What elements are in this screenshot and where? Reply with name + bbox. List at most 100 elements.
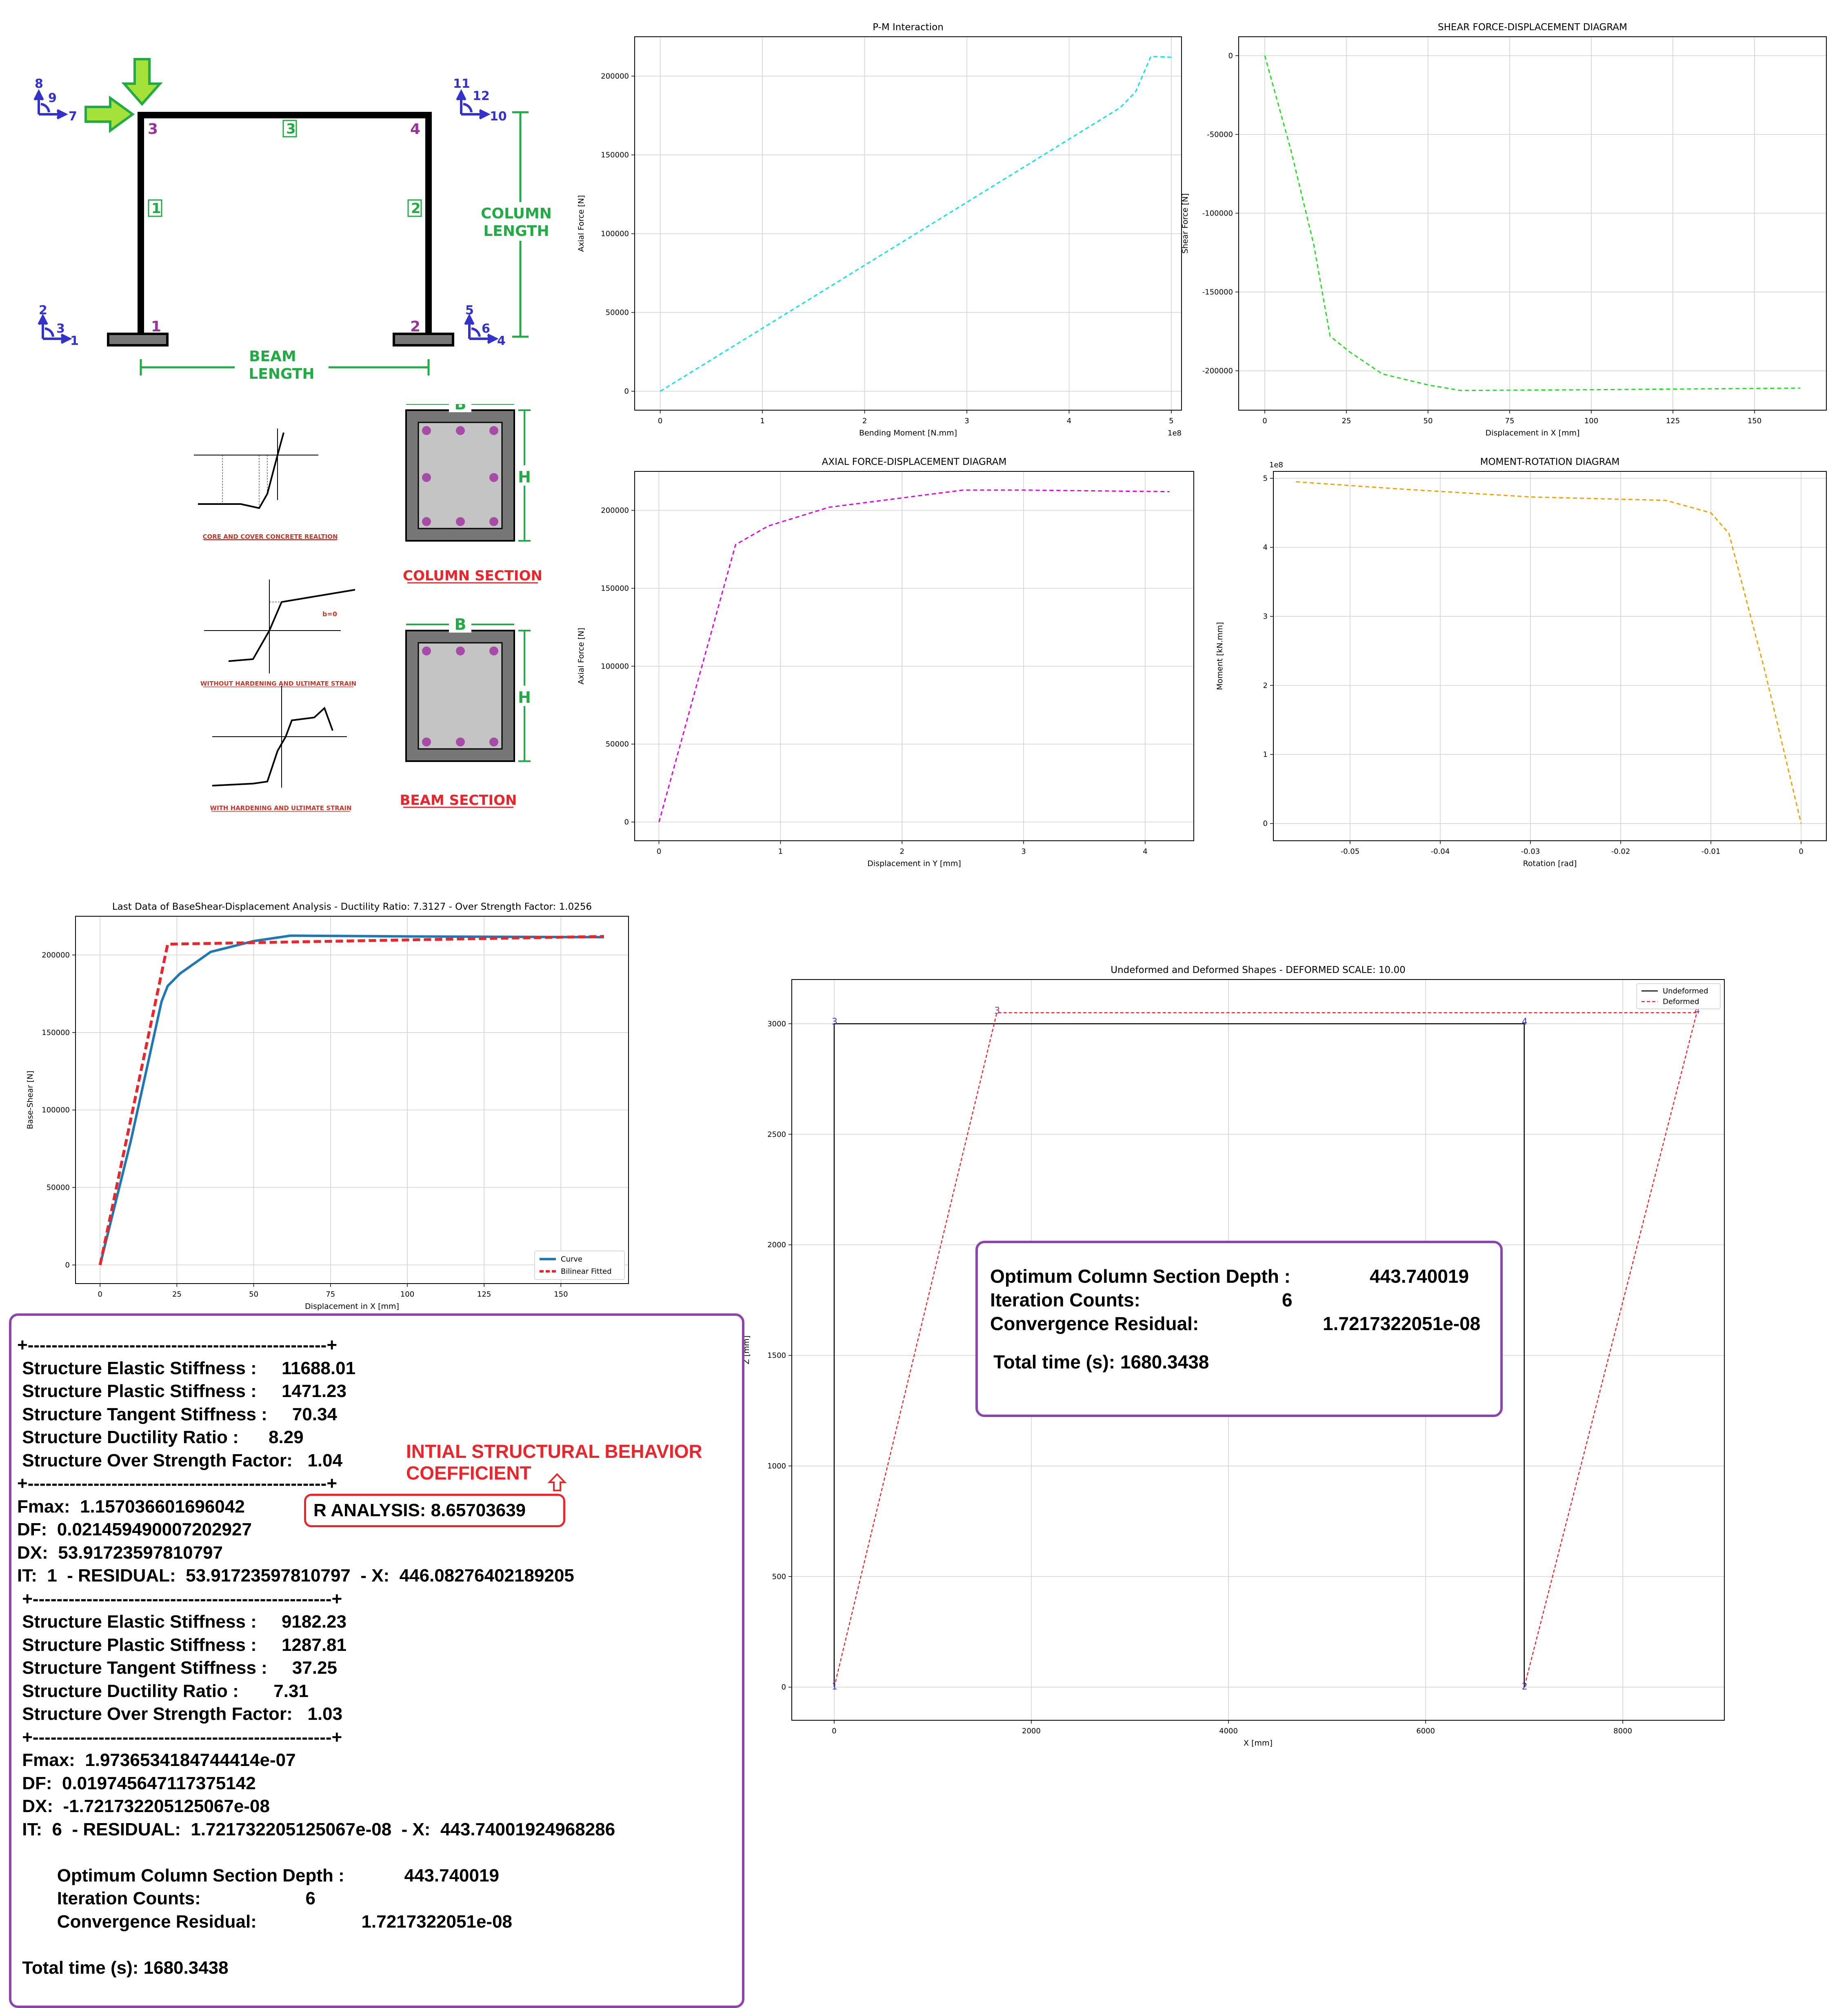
y-axis-label: Axial Force [N]: [577, 628, 586, 684]
plot-frame: [634, 471, 1194, 841]
x-tick-label: 100: [400, 1290, 414, 1299]
node-label-1: 1: [151, 318, 161, 335]
plot-frame: [1273, 471, 1827, 841]
dof-1: 1: [70, 334, 79, 348]
annotation-line-2: COEFFICIENT: [406, 1462, 531, 1484]
log-line: Structure Tangent Stiffness : 70.34: [17, 1404, 338, 1424]
column-h-label: H: [518, 468, 531, 486]
chart-title: Undeformed and Deformed Shapes - DEFORME…: [1111, 965, 1406, 975]
y-tick-label: 50000: [606, 309, 629, 317]
element-label-2: 2: [411, 200, 421, 217]
x-tick-label: 50: [249, 1290, 258, 1299]
beam-h-label: H: [518, 689, 531, 706]
log-line: [17, 1936, 615, 1959]
deformed-node-label: 2: [1522, 1682, 1528, 1692]
y-tick-label: 3: [1263, 612, 1268, 621]
y-tick-label: 100000: [42, 1106, 70, 1115]
x-axis-label: Displacement in X [mm]: [1486, 429, 1580, 438]
x-tick-label: 0: [1262, 417, 1267, 425]
legend-label-undeformed: Undeformed: [1663, 987, 1708, 995]
summary-depth-value: 443.740019: [1370, 1266, 1469, 1287]
x-tick-label: 4000: [1219, 1727, 1238, 1735]
log-line: Total time (s): 1680.3438: [17, 1957, 229, 1978]
log-line: DX: 53.91723597810797: [17, 1542, 223, 1563]
y-tick-label: 500: [772, 1573, 786, 1581]
y-tick-label: 5: [1263, 474, 1268, 483]
r-analysis-value: R ANALYSIS: 8.65703639: [313, 1500, 526, 1520]
y-tick-label: 2: [1263, 681, 1268, 690]
column-length-label-1: COLUMN: [481, 205, 552, 222]
y-tick-label: 200000: [601, 72, 629, 81]
column-length-label-2: LENGTH: [483, 223, 549, 240]
x-tick-label: 150: [554, 1290, 568, 1299]
analysis-log: +---------------------------------------…: [17, 1336, 615, 1982]
chart-title: AXIAL FORCE-DISPLACEMENT DIAGRAM: [822, 457, 1007, 467]
dof-7: 7: [69, 109, 77, 124]
node-label-3: 3: [148, 121, 158, 138]
x-tick-label: 8000: [1613, 1727, 1632, 1735]
y-offset-label: 1e8: [1269, 461, 1283, 469]
y-tick-label: 1000: [767, 1462, 786, 1470]
steel-curve-sketch-2: [212, 686, 347, 788]
x-tick-label: 5: [1169, 417, 1173, 425]
x-tick-label: 3: [1021, 847, 1026, 856]
steel-curve-sketch-1: [204, 580, 355, 673]
y-tick-label: 150000: [601, 584, 629, 593]
x-tick-label: 1: [778, 847, 783, 856]
log-line: Structure Elastic Stiffness : 11688.01: [17, 1358, 356, 1378]
summary-resid-label: Convergence Residual:: [990, 1313, 1199, 1334]
y-tick-label: 2000: [767, 1241, 786, 1249]
series-line-curve: [99, 934, 604, 1266]
y-tick-label: 1: [1263, 751, 1268, 759]
summary-box: Optimum Column Section Depth : 443.74001…: [975, 1241, 1503, 1417]
log-line: Fmax: 1.9736534184744414e-07: [17, 1750, 296, 1770]
element-label-3: 3: [286, 121, 296, 137]
log-line: DF: 0.021459490007202927: [17, 1519, 252, 1539]
x-tick-label: 0: [658, 417, 662, 425]
concrete-caption: CORE AND COVER CONCRETE REALTION: [202, 533, 338, 540]
legend-box: [534, 1251, 625, 1280]
y-tick-label: 150000: [601, 151, 629, 160]
support-1: [107, 333, 169, 347]
dof-12: 12: [473, 89, 490, 103]
node-label-2: 2: [410, 318, 420, 335]
y-tick-label: 0: [782, 1683, 786, 1692]
y-tick-label: 0: [1263, 820, 1268, 828]
log-line: DF: 0.019745647117375142: [17, 1773, 256, 1793]
y-tick-label: 100000: [601, 662, 629, 671]
x-tick-label: -0.05: [1341, 847, 1360, 856]
dof-3: 3: [56, 322, 65, 336]
legend-label-bilinear: Bilinear Fitted: [561, 1267, 612, 1276]
log-line: +---------------------------------------…: [17, 1727, 342, 1747]
log-line: +---------------------------------------…: [17, 1588, 342, 1609]
dof-10: 10: [490, 109, 507, 124]
x-tick-label: -0.02: [1611, 847, 1630, 856]
x-axis-label: Displacement in X [mm]: [305, 1302, 399, 1311]
node-label-4: 4: [410, 121, 420, 138]
annotation-line-1: INTIAL STRUCTURAL BEHAVIOR: [406, 1441, 702, 1462]
y-axis-label: Moment [kN.mm]: [1215, 622, 1224, 690]
frame-diagram: 1 2 3 4 1 2 3 1 2 3 4 5 6 7 8 9 10 11 12…: [33, 58, 565, 384]
x-tick-label: 4: [1067, 417, 1071, 425]
element-label-1: 1: [151, 200, 161, 217]
summary-time: Total time (s): 1680.3438: [993, 1351, 1209, 1373]
dof-5: 5: [465, 303, 474, 318]
log-line: [17, 1844, 615, 1867]
x-tick-label: 25: [172, 1290, 182, 1299]
series-line-undeformed: [833, 1023, 1525, 1687]
log-line: Structure Ductility Ratio : 8.29: [17, 1427, 304, 1447]
legend-label-curve: Curve: [561, 1255, 582, 1264]
y-tick-label: 200000: [601, 506, 629, 515]
y-tick-label: 200000: [42, 951, 70, 960]
dof-triad-node-1: [38, 313, 72, 344]
y-tick-label: -100000: [1202, 209, 1233, 218]
x-tick-label: 100: [1584, 417, 1598, 425]
x-axis-label: Bending Moment [N.mm]: [859, 429, 957, 438]
legend-label-deformed: Deformed: [1663, 997, 1699, 1006]
column-section-drawing: [405, 404, 533, 542]
x-tick-label: 25: [1342, 417, 1351, 425]
beam-b-label: B: [455, 615, 466, 633]
log-line: Structure Plastic Stiffness : 1287.81: [17, 1635, 346, 1655]
series-line-bilinear-fitted: [98, 935, 604, 1266]
